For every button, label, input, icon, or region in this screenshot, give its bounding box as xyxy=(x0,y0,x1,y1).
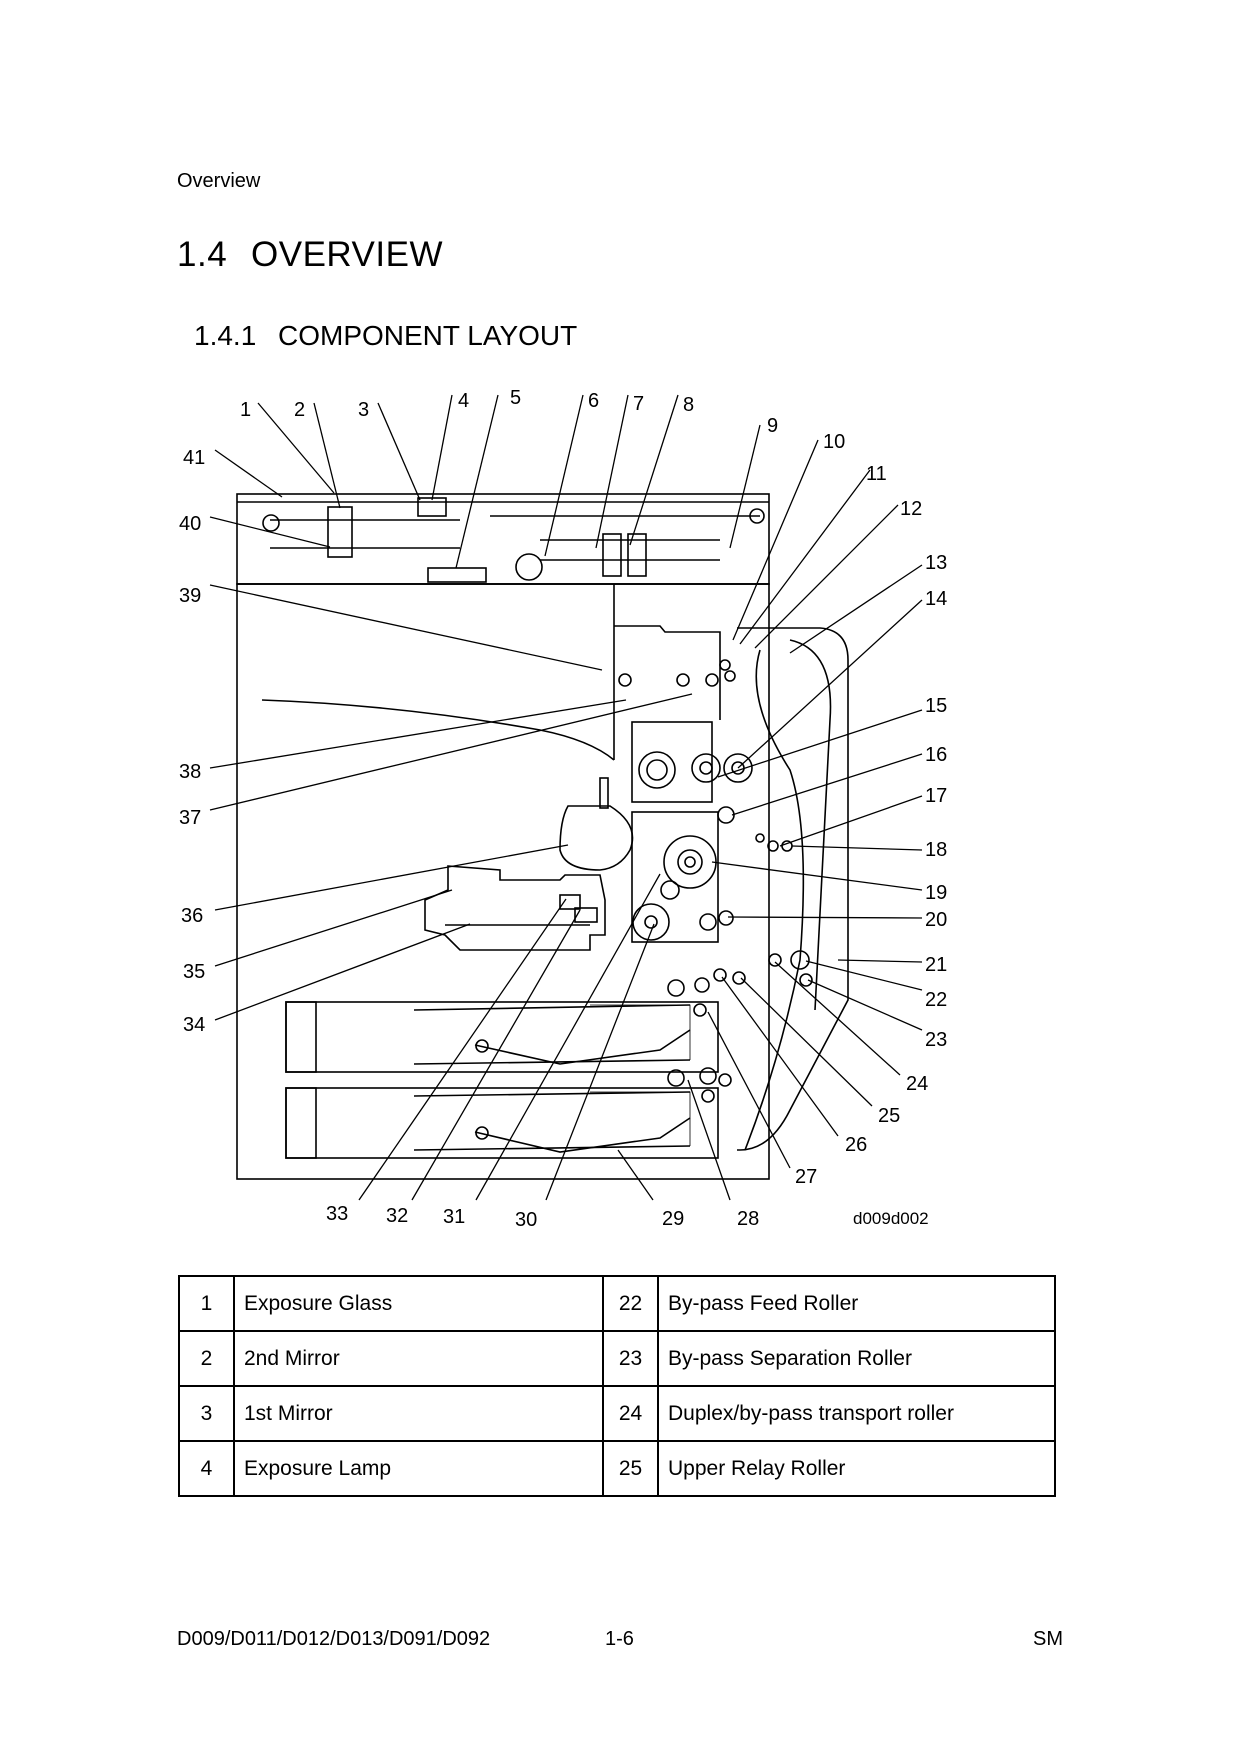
callout-34: 34 xyxy=(183,1014,205,1036)
callout-17: 17 xyxy=(925,785,947,807)
table-row: 1 Exposure Glass 22 By-pass Feed Roller xyxy=(178,1275,1056,1332)
section-heading: 1.4 OVERVIEW xyxy=(177,235,443,275)
item-name: Duplex/by-pass transport roller xyxy=(657,1385,1056,1442)
callout-20: 20 xyxy=(925,909,947,931)
callout-14: 14 xyxy=(925,588,947,610)
item-name: By-pass Separation Roller xyxy=(657,1330,1056,1387)
callout-22: 22 xyxy=(925,989,947,1011)
footer-page-number: 1-6 xyxy=(605,1628,634,1650)
item-number: 23 xyxy=(602,1330,659,1387)
callout-35: 35 xyxy=(183,961,205,983)
subsection-heading: 1.4.1 COMPONENT LAYOUT xyxy=(194,320,577,352)
machine-outline xyxy=(236,493,849,1180)
callout-29: 29 xyxy=(662,1208,684,1230)
callout-8: 8 xyxy=(683,394,694,416)
callout-11: 11 xyxy=(866,463,887,485)
item-name: 1st Mirror xyxy=(233,1385,604,1442)
subsection-number: 1.4.1 xyxy=(194,320,257,351)
callout-19: 19 xyxy=(925,882,947,904)
callout-26: 26 xyxy=(845,1134,867,1156)
subsection-title: COMPONENT LAYOUT xyxy=(278,320,578,351)
table-row: 2 2nd Mirror 23 By-pass Separation Rolle… xyxy=(178,1330,1056,1387)
callout-12: 12 xyxy=(900,498,922,520)
callout-16: 16 xyxy=(925,744,947,766)
item-name: Exposure Glass xyxy=(233,1275,604,1332)
callout-2: 2 xyxy=(294,399,305,421)
callout-9: 9 xyxy=(767,415,778,437)
callout-39: 39 xyxy=(179,585,201,607)
callout-4: 4 xyxy=(458,390,469,412)
footer-model-numbers: D009/D011/D012/D013/D091/D092 xyxy=(177,1628,491,1650)
callout-28: 28 xyxy=(737,1208,759,1230)
figure-id: d009d002 xyxy=(853,1209,929,1228)
callout-21: 21 xyxy=(925,954,947,976)
callout-15: 15 xyxy=(925,695,947,717)
callout-23: 23 xyxy=(925,1029,947,1051)
callout-37: 37 xyxy=(179,807,201,829)
table-row: 4 Exposure Lamp 25 Upper Relay Roller xyxy=(178,1440,1056,1497)
component-legend-table: 1 Exposure Glass 22 By-pass Feed Roller … xyxy=(178,1275,1056,1497)
callout-13: 13 xyxy=(925,552,947,574)
section-number: 1.4 xyxy=(177,235,228,274)
callout-33: 33 xyxy=(326,1203,348,1225)
callout-27: 27 xyxy=(795,1166,817,1188)
table-row: 3 1st Mirror 24 Duplex/by-pass transport… xyxy=(178,1385,1056,1442)
callout-6: 6 xyxy=(588,390,599,412)
item-name: By-pass Feed Roller xyxy=(657,1275,1056,1332)
callout-5: 5 xyxy=(510,387,521,409)
item-number: 22 xyxy=(602,1275,659,1332)
item-number: 2 xyxy=(178,1330,235,1387)
callout-36: 36 xyxy=(181,905,203,927)
leader-lines xyxy=(209,394,923,1201)
callout-labels: 1 2 3 4 5 6 7 8 9 10 11 12 13 14 15 16 1… xyxy=(179,387,947,1231)
item-number: 25 xyxy=(602,1440,659,1497)
item-name: Exposure Lamp xyxy=(233,1440,604,1497)
item-number: 24 xyxy=(602,1385,659,1442)
callout-38: 38 xyxy=(179,761,201,783)
callout-32: 32 xyxy=(386,1205,408,1227)
item-name: Upper Relay Roller xyxy=(657,1440,1056,1497)
callout-40: 40 xyxy=(179,513,201,535)
item-number: 1 xyxy=(178,1275,235,1332)
callout-1: 1 xyxy=(240,399,251,421)
running-header: Overview xyxy=(177,170,261,192)
callout-24: 24 xyxy=(906,1073,928,1095)
callout-25: 25 xyxy=(878,1105,900,1127)
callout-7: 7 xyxy=(633,393,644,415)
section-title: OVERVIEW xyxy=(251,235,444,274)
item-number: 4 xyxy=(178,1440,235,1497)
item-name: 2nd Mirror xyxy=(233,1330,604,1387)
callout-31: 31 xyxy=(443,1206,465,1228)
item-number: 3 xyxy=(178,1385,235,1442)
callout-3: 3 xyxy=(358,399,369,421)
footer-manual-code: SM xyxy=(1033,1628,1063,1650)
callout-18: 18 xyxy=(925,839,947,861)
callout-10: 10 xyxy=(823,431,845,453)
callout-30: 30 xyxy=(515,1209,537,1231)
callout-41: 41 xyxy=(183,447,205,469)
